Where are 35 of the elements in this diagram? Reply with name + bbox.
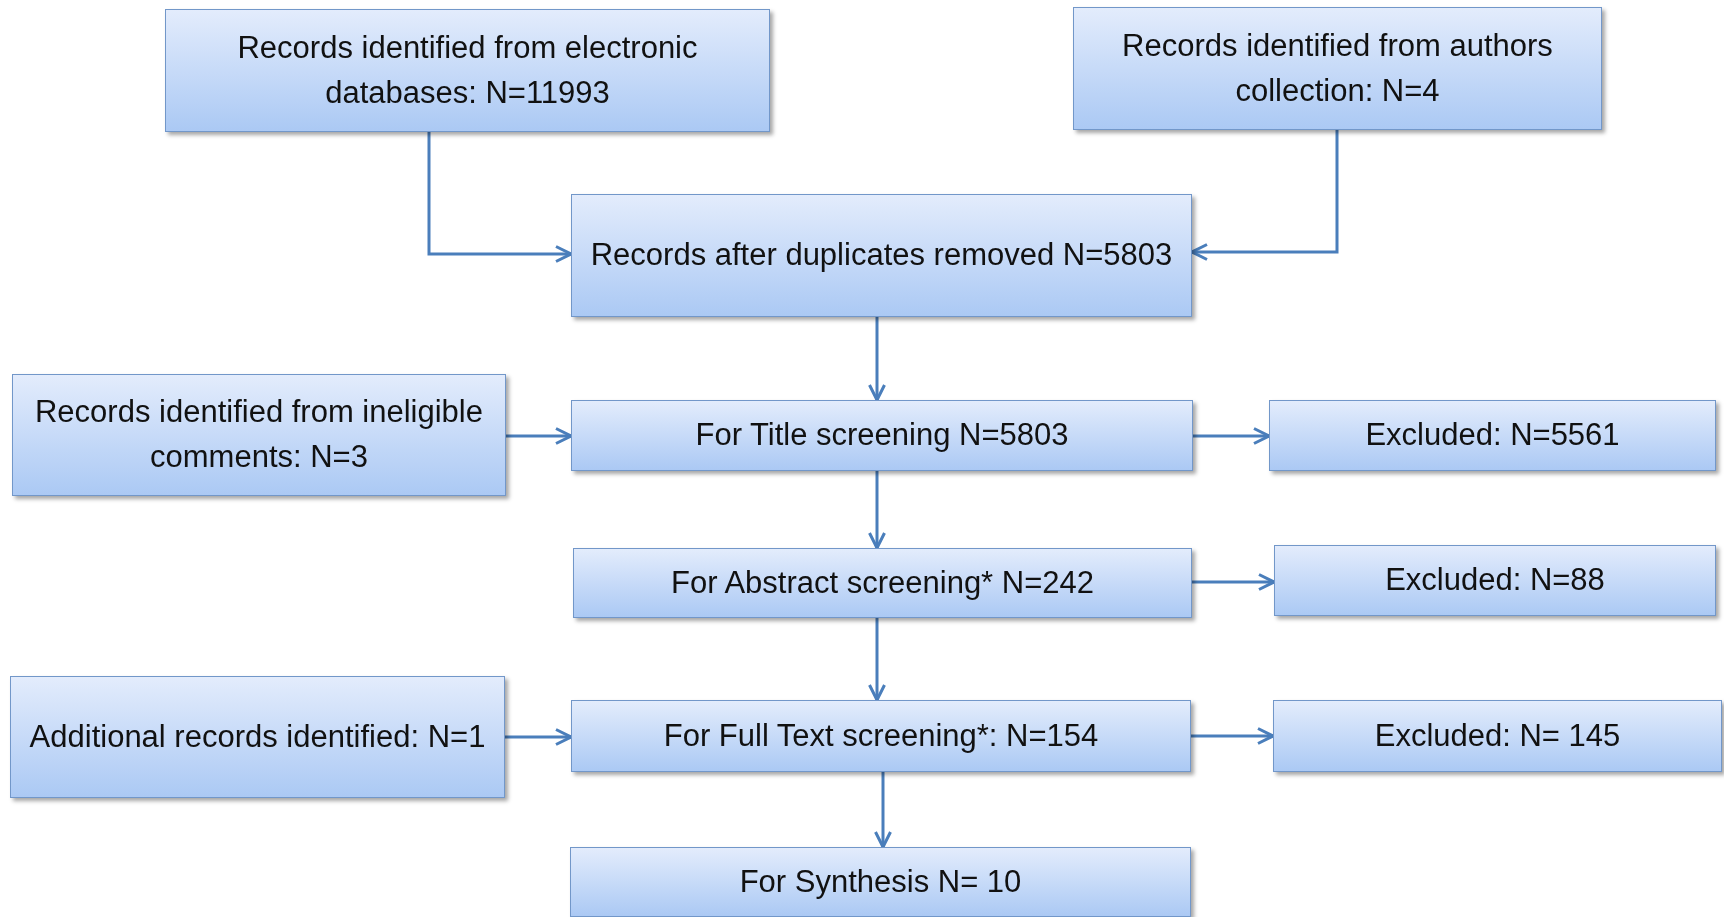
process-box <box>1073 7 1602 130</box>
process-box <box>10 676 505 798</box>
process-box <box>571 194 1192 317</box>
process-box <box>571 700 1191 772</box>
box-text: Excluded: N=5561 <box>1364 416 1621 455</box>
process-box <box>573 548 1192 618</box>
process-box <box>1274 545 1716 616</box>
arrow <box>868 317 886 402</box>
arrow <box>505 728 573 746</box>
arrow <box>1193 427 1271 445</box>
box-text: Records identified from ineligible comments: N=3 <box>34 393 484 476</box>
arrow <box>427 132 573 263</box>
arrow <box>868 471 886 550</box>
box-text: For Full Text screening*: N=154 <box>662 716 1100 755</box>
process-box <box>1273 700 1722 772</box>
box-text: For Synthesis N= 10 <box>738 862 1023 901</box>
box-text: Records identified from authors collection: N=4 <box>1121 26 1554 110</box>
box-text: Excluded: N=88 <box>1384 561 1606 600</box>
process-box <box>1269 400 1716 471</box>
arrow <box>1190 130 1339 261</box>
box-text: For Title screening N=5803 <box>694 416 1070 455</box>
process-box <box>571 400 1193 471</box>
box-text: Records identified from electronic databases: N=11993 <box>236 28 699 112</box>
process-box <box>570 847 1191 917</box>
arrow <box>868 618 886 702</box>
arrow <box>874 772 892 849</box>
process-box <box>165 9 770 132</box>
box-text: Excluded: N= 145 <box>1373 716 1622 755</box>
box-text: Additional records identified: N=1 <box>28 717 487 756</box>
arrow <box>506 427 573 445</box>
arrow <box>1191 727 1275 745</box>
box-text: For Abstract screening* N=242 <box>670 563 1095 602</box>
box-text: Records after duplicates removed N=5803 <box>589 236 1174 275</box>
arrow <box>1192 573 1276 591</box>
process-box <box>12 374 506 496</box>
